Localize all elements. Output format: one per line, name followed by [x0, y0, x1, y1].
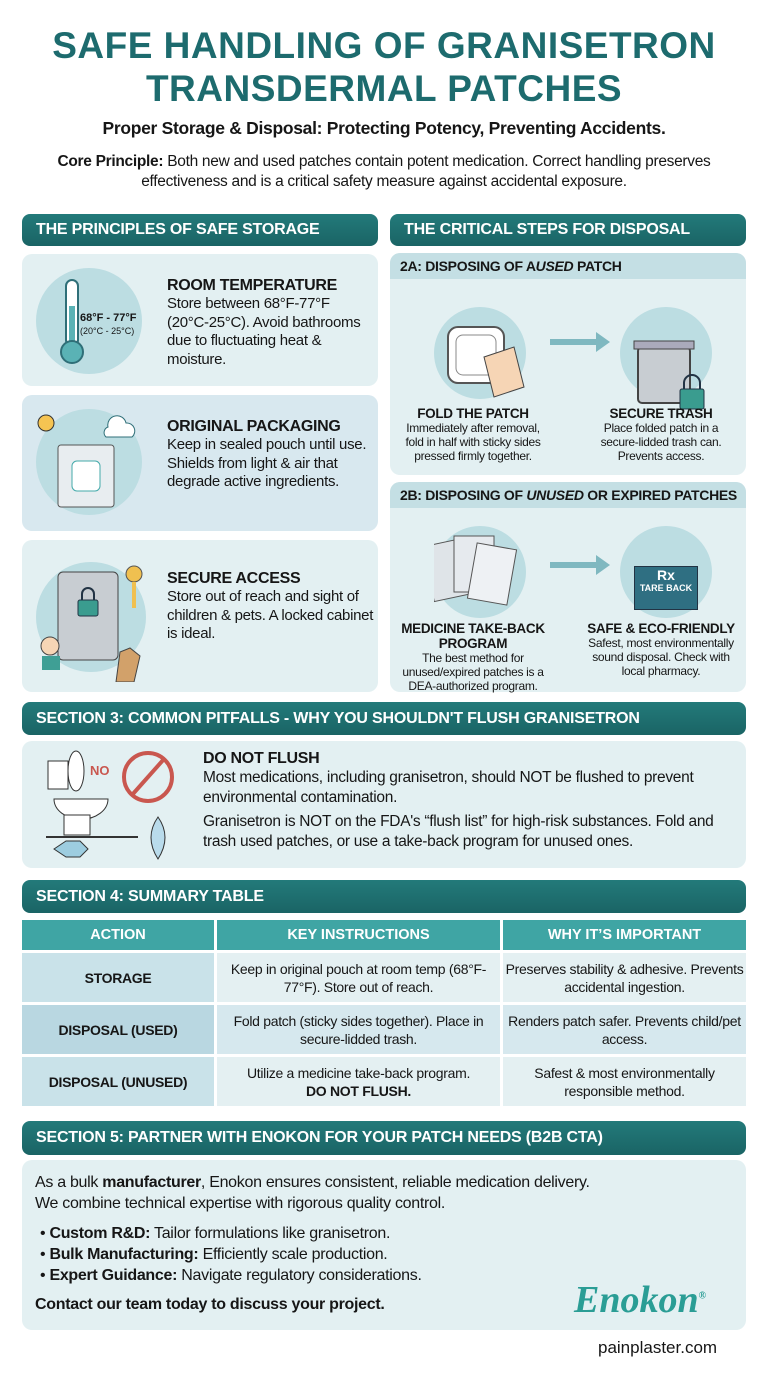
storage-card-temperature: 68°F - 77°F (20°C - 25°C) ROOM TEMPERATU… [22, 254, 378, 386]
arrow-icon [550, 562, 600, 568]
footer-url[interactable]: painplaster.com [598, 1338, 718, 1357]
locked-trash-icon [620, 307, 712, 410]
sealed-pouch-icon [36, 409, 142, 515]
cta-card: As a bulk manufacturer, Enokon ensures c… [22, 1160, 746, 1330]
table-row: DISPOSAL (UNUSED)Utilize a medicine take… [22, 1057, 746, 1106]
unused-patch-panel: 2B: DISPOSING OF UNUSED OR EXPIRED PATCH… [390, 482, 746, 693]
arrow-icon [550, 339, 600, 345]
storage-header: THE PRINCIPLES OF SAFE STORAGE [22, 214, 378, 246]
list-item: • Custom R&D: Tailor formulations like g… [40, 1225, 391, 1242]
contact-cta: Contact our team today to discuss your p… [35, 1296, 385, 1313]
thermometer-icon: 68°F - 77°F (20°C - 25°C) [36, 268, 142, 374]
table-row: DISPOSAL (USED)Fold patch (sticky sides … [22, 1005, 746, 1054]
disposal-header: THE CRITICAL STEPS FOR DISPOSAL [390, 214, 746, 246]
used-patch-panel: 2A: DISPOSING OF A USED PATCH FOLD THE P… [390, 253, 746, 475]
cta-header: SECTION 5: PARTNER WITH ENOKON FOR YOUR … [22, 1121, 746, 1155]
table-header-bar: SECTION 4: SUMMARY TABLE [22, 880, 746, 913]
patch-pouches-icon [422, 526, 526, 618]
enokon-logo: Enokon® [574, 1279, 707, 1321]
no-flush-icon: NO [42, 749, 192, 864]
subtitle: Proper Storage & Disposal: Protecting Po… [102, 118, 666, 138]
unused-patch-subheader: 2B: DISPOSING OF UNUSED OR EXPIRED PATCH… [390, 482, 746, 508]
core-principle: Core Principle: Both new and used patche… [57, 153, 711, 190]
used-patch-subheader: 2A: DISPOSING OF A USED PATCH [390, 253, 746, 279]
cta-bullets: • Custom R&D: Tailor formulations like g… [40, 1223, 422, 1286]
locked-cabinet-icon [36, 562, 146, 683]
fold-patch-icon [434, 307, 526, 399]
list-item: • Bulk Manufacturing: Efficiently scale … [40, 1246, 388, 1263]
list-item: • Expert Guidance: Navigate regulatory c… [40, 1267, 422, 1284]
pitfalls-header: SECTION 3: COMMON PITFALLS - WHY YOU SHO… [22, 702, 746, 735]
